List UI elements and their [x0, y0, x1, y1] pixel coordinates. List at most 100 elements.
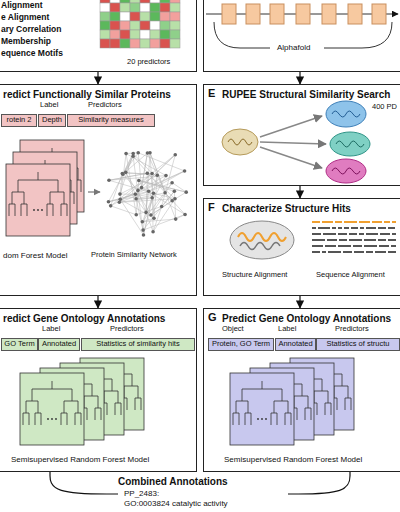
network-vertex: [121, 172, 125, 176]
sequence-stroke: [349, 233, 357, 235]
cell-text: Statistics of structu: [327, 340, 390, 348]
node-text: Sequence Alignment: [316, 271, 400, 280]
structure-search-part-part: [326, 159, 366, 183]
heatmap-cell: [130, 21, 140, 30]
node-text: Predict Gene Ontology Annotations: [222, 313, 400, 325]
network-link: [152, 173, 154, 231]
sequence-stroke: [388, 251, 396, 253]
heatmap-cell: [150, 39, 160, 48]
node-text: E: [208, 87, 215, 100]
heatmap-cell: [120, 21, 130, 30]
structure-search-part-part: [332, 111, 360, 117]
gene-exons-part: [246, 4, 260, 24]
node-text: 20 predictors: [127, 58, 170, 67]
network-vertex: [107, 178, 111, 182]
heatmap-cell: [140, 12, 150, 21]
heatmap-cell: [170, 30, 180, 39]
network-link: [143, 193, 153, 235]
gene-exons-part: [222, 4, 236, 24]
heatmap-cell: [140, 0, 150, 3]
heatmap-cell: [170, 21, 180, 30]
structure-search-part: [260, 147, 322, 168]
structure-search-part: [260, 142, 326, 144]
sequence-stroke: [312, 239, 325, 241]
forest-stack-blue: [230, 358, 354, 445]
network-vertex: [134, 192, 138, 196]
sequence-stroke: [384, 221, 390, 223]
sequence-stroke: [344, 227, 349, 229]
heatmap-cell: [150, 0, 160, 3]
network-vertex: [144, 211, 148, 215]
gene-exons-part: [372, 4, 386, 24]
sequence-stroke: [366, 227, 376, 229]
network-vertex: [173, 189, 177, 193]
forest-stack-pink: [6, 140, 100, 236]
result-box: Combined AnnotationsPP_2483:GO:0003824 c…: [118, 476, 288, 510]
network-link: [120, 175, 157, 194]
node-text: RUPEE Structural Similarity Search: [222, 89, 400, 101]
heatmap-cell: [110, 39, 120, 48]
network-vertex: [141, 220, 145, 224]
heatmap-cell: [120, 12, 130, 21]
network-vertex: [136, 189, 140, 193]
predictor-heatmap: [100, 0, 180, 48]
structure-alignment-part-part: [230, 221, 294, 259]
network-link: [126, 172, 158, 175]
cell-text: Depth: [42, 116, 62, 124]
heatmap-cell: [110, 30, 120, 39]
structure-alignment-part-part: [238, 233, 286, 241]
sequence-stroke: [375, 251, 386, 253]
sequence-stroke: [318, 227, 330, 229]
network-vertex: [131, 152, 135, 156]
process-panel: Alphafold: [203, 0, 400, 72]
node-text: e Alignment: [1, 13, 49, 23]
forest-stack-pink-part: [6, 164, 70, 236]
heatmap-cell: [130, 12, 140, 21]
heatmap-cell: [120, 3, 130, 12]
column-header: Predictors: [110, 325, 144, 334]
network-vertex: [136, 151, 140, 155]
structure-search-part-part: [330, 132, 370, 156]
network-link: [108, 191, 148, 202]
network-vertex: [173, 153, 177, 157]
structure-search-part-part: [332, 168, 360, 174]
network-vertex: [183, 213, 187, 217]
sequence-stroke: [392, 233, 396, 235]
heatmap-cell: [140, 3, 150, 12]
sequence-stroke: [372, 221, 382, 223]
network-vertex: [164, 174, 168, 178]
structure-search-part: [330, 132, 370, 156]
heatmap-cell: [150, 3, 160, 12]
column-header: Predictors: [335, 325, 369, 334]
sequence-stroke: [354, 251, 364, 253]
heatmap-cell: [160, 21, 170, 30]
network-link: [139, 180, 186, 192]
sequence-stroke: [378, 239, 386, 241]
network-vertex: [151, 230, 155, 234]
network-vertex: [146, 151, 150, 155]
heatmap-cell: [170, 3, 180, 12]
structure-search-part: [326, 101, 366, 127]
process-panel: FCharacterize Structure HitsStructure Al…: [203, 198, 400, 296]
table-cell: Depth: [38, 114, 66, 127]
heatmap-cell: [130, 0, 140, 3]
sequence-stroke: [391, 245, 396, 247]
table-cell: Similarity measures: [67, 114, 155, 127]
node-text: Alphafold: [277, 43, 310, 52]
table-cell: rotein 2: [1, 114, 37, 127]
network-link: [133, 154, 152, 174]
similarity-network: [107, 151, 188, 237]
heatmap-cell: [150, 21, 160, 30]
flow-arrow: [299, 186, 300, 198]
sequence-stroke: [332, 227, 336, 229]
network-vertex: [121, 172, 125, 176]
node-text: redict Gene Ontology Annotations: [3, 313, 195, 325]
forest-stack-pink-part: [88, 191, 100, 192]
structure-search-part-part: [222, 129, 258, 155]
sequence-stroke: [312, 233, 321, 235]
table-cell: GO Term: [1, 338, 38, 351]
heatmap-cell: [170, 39, 180, 48]
sequence-stroke: [312, 251, 320, 253]
sequence-stroke: [359, 221, 370, 223]
